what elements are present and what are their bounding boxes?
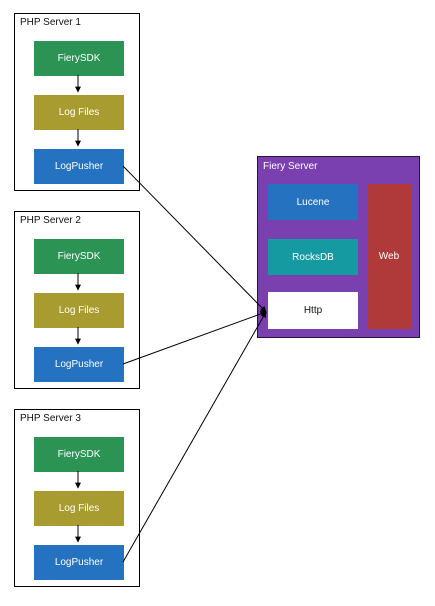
- php-server-2-logpusher: LogPusher: [34, 347, 124, 382]
- arrow-s3-pusher-to-http: [122, 311, 267, 563]
- php-server-1-log-files: Log Files: [34, 95, 124, 130]
- php-server-3-log-files: Log Files: [34, 491, 124, 526]
- php-server-1: PHP Server 1 FierySDK Log Files LogPushe…: [14, 13, 140, 191]
- php-server-2-fierysdk: FierySDK: [34, 239, 124, 274]
- arrow-s1-pusher-to-http: [122, 165, 267, 313]
- php-server-2: PHP Server 2 FierySDK Log Files LogPushe…: [14, 211, 140, 389]
- php-server-1-fierysdk: FierySDK: [34, 41, 124, 76]
- rocksdb-box: RocksDB: [268, 239, 358, 275]
- php-server-2-title: PHP Server 2: [20, 215, 81, 226]
- php-server-1-logpusher: LogPusher: [34, 149, 124, 184]
- fiery-server: Fiery Server Lucene RocksDB Http Web: [257, 156, 420, 338]
- php-server-2-log-files: Log Files: [34, 293, 124, 328]
- fiery-server-title: Fiery Server: [263, 161, 318, 172]
- php-server-3: PHP Server 3 FierySDK Log Files LogPushe…: [14, 409, 140, 587]
- lucene-box: Lucene: [268, 184, 358, 220]
- php-server-1-title: PHP Server 1: [20, 17, 81, 28]
- web-box: Web: [367, 184, 411, 329]
- http-box: Http: [268, 292, 358, 329]
- php-server-3-logpusher: LogPusher: [34, 545, 124, 580]
- php-server-3-fierysdk: FierySDK: [34, 437, 124, 472]
- arrow-s2-pusher-to-http: [122, 311, 267, 365]
- php-server-3-title: PHP Server 3: [20, 413, 81, 424]
